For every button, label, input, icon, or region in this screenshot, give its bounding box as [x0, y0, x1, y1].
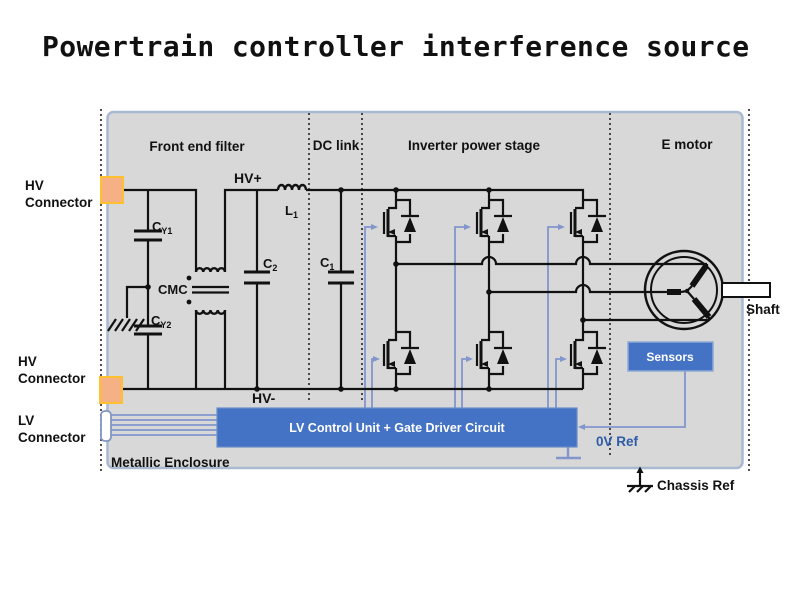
svg-text:Connector: Connector [18, 371, 86, 386]
svg-text:HV: HV [18, 354, 37, 369]
lv-control-unit-label: LV Control Unit + Gate Driver Circuit [289, 421, 505, 435]
sensor-feedback-line [578, 371, 686, 430]
label-cy2: CY2 [151, 313, 171, 330]
label-hv-plus: HV+ [234, 170, 262, 186]
label-metallic-enclosure: Metallic Enclosure [111, 455, 230, 470]
l1-inductor-coil [276, 183, 308, 191]
label-hv-minus: HV- [252, 390, 276, 406]
svg-text:LV: LV [18, 413, 34, 428]
label-chassis-ref: Chassis Ref [657, 478, 735, 493]
hv-connector-top-label: HV Connector [25, 178, 93, 210]
chassis-ref-symbol [627, 466, 653, 493]
shaft [721, 282, 771, 298]
capacitor-c2 [244, 190, 270, 389]
zero-volt-reference-symbol [556, 447, 581, 460]
section-label-inverter-power-stage: Inverter power stage [408, 138, 541, 153]
label-shaft: Shaft [746, 302, 780, 317]
svg-text:HV: HV [25, 178, 44, 193]
capacitor-c1 [328, 190, 354, 389]
section-label-e-motor: E motor [661, 137, 713, 152]
lv-connector [100, 410, 112, 442]
svg-text:Connector: Connector [25, 195, 93, 210]
hv-connector-bottom-label: HV Connector [18, 354, 86, 386]
label-0v-ref: 0V Ref [596, 434, 639, 449]
capacitor-cy1 [134, 190, 162, 326]
hv-connector-bottom [99, 376, 123, 404]
label-cmc: CMC [158, 282, 188, 297]
cmc-bottom-winding [194, 309, 227, 316]
label-cy1: CY1 [152, 219, 172, 236]
label-c1: C1 [320, 255, 334, 272]
cmc-top-winding [194, 266, 227, 273]
sensors-label: Sensors [646, 350, 694, 364]
section-label-front-end-filter: Front end filter [149, 139, 245, 154]
svg-text:Connector: Connector [18, 430, 86, 445]
section-label-dc-link: DC link [313, 138, 360, 153]
cmc-core [192, 285, 229, 294]
motor-winding [667, 264, 712, 319]
label-c2: C2 [263, 256, 277, 273]
sensors-box: Sensors [627, 341, 714, 372]
phase-lines [396, 255, 709, 322]
hv-connector-top [100, 176, 124, 204]
lv-control-unit-box: LV Control Unit + Gate Driver Circuit [216, 407, 578, 448]
page-title: Powertrain controller interference sourc… [42, 30, 750, 63]
lv-connector-label: LV Connector [18, 413, 86, 445]
junction-dots [145, 187, 586, 392]
gate-driver-lines [364, 224, 567, 408]
label-l1: L1 [285, 203, 298, 220]
lv-harness-lines [110, 414, 217, 436]
filter-ground-symbol [107, 285, 148, 332]
